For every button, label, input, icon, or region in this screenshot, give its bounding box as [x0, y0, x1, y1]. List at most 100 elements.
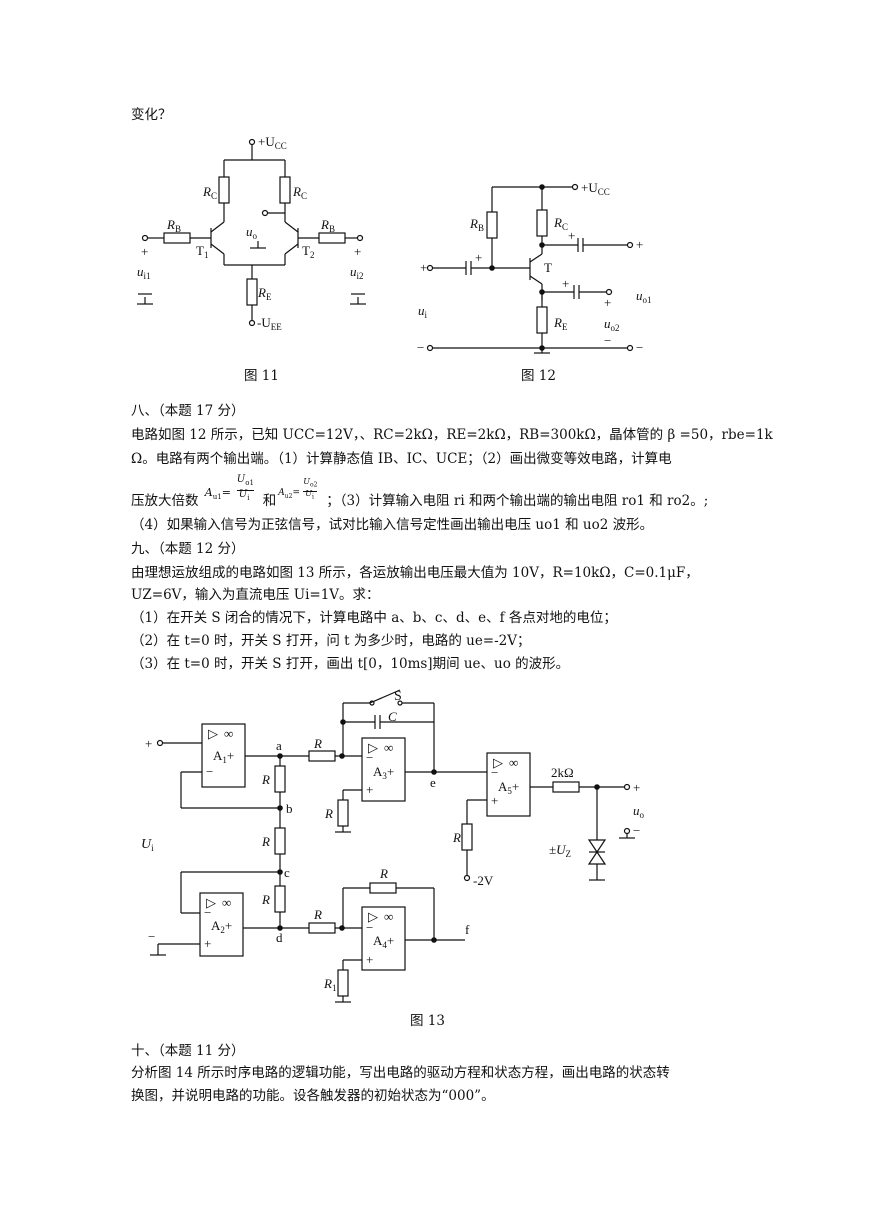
q8-formula-au1: Au1= Uo1 Ui — [204, 474, 254, 502]
fig13-a5-tri: ▷ — [493, 755, 503, 770]
fig11-rc-right: RC — [292, 184, 307, 201]
fig13-c: C — [388, 709, 397, 724]
fig13-a1-tri: ▷ — [208, 726, 218, 741]
q8-formula-au2: Au2= Uo2 Ui — [278, 477, 318, 501]
fig11-rb-left: RB — [166, 217, 181, 234]
fig12-ucc: +UCC — [581, 180, 610, 197]
fig13-a4-tri: ▷ — [368, 909, 378, 924]
fig13-a4-plus: + — [366, 952, 373, 967]
fig13-a3-tri: ▷ — [368, 740, 378, 755]
fig13-node-c: c — [284, 865, 290, 880]
q9-line1: 由理想运放组成的电路如图 13 所示，各运放输出电压最大值为 10V，R=10k… — [131, 565, 699, 581]
fig11-labels: +UCC RC RC RB RB T1 T2 uo RE -UEE + + ui… — [137, 134, 364, 332]
fig12-rc: RC — [553, 215, 568, 232]
fig13-a5-inf: ∞ — [509, 755, 518, 770]
fig13-a1: A1+ — [213, 748, 234, 765]
fig13-minus-in: − — [148, 929, 155, 944]
fig11-t1: T1 — [196, 243, 208, 260]
fig11-ui1: ui1 — [137, 264, 151, 281]
fig12-re: RE — [553, 315, 568, 332]
q8-line3-a: 压放大倍数 — [131, 493, 199, 509]
fig13-a4-minus: − — [366, 920, 373, 935]
fig13-r-a3: R — [324, 806, 333, 821]
fig13-a1-inf: ∞ — [224, 726, 233, 741]
fig12-plus-in: + — [420, 260, 427, 275]
fig13-r-fb: R — [379, 866, 388, 881]
q10-line1: 分析图 14 所示时序电路的逻辑功能，写出电路的驱动方程和状态方程，画出电路的状… — [131, 1065, 670, 1081]
fig13-ui: Ui — [141, 837, 154, 853]
fig12-plus-cap-e: + — [562, 276, 569, 291]
fig11-ucc: +UCC — [258, 134, 287, 151]
fig13-r2k: 2kΩ — [551, 765, 574, 780]
fig11-caption: 图 11 — [244, 368, 279, 384]
fig13-plus-out: + — [633, 780, 640, 795]
fig13-a4-inf: ∞ — [384, 909, 393, 924]
fig12-plus-cap-out: + — [568, 228, 575, 243]
fig12-minus-out: − — [636, 340, 643, 355]
fig11-rc-left: RC — [202, 184, 217, 201]
fig13-a3-plus: + — [366, 782, 373, 797]
fig13-a2-inf: ∞ — [222, 895, 231, 910]
fig11-t2: T2 — [302, 243, 314, 260]
q8-line3: 压放大倍数 Au1= Uo1 Ui 和 Au2= Uo2 Ui ；（3）计算输入… — [131, 474, 709, 512]
fig11-wires — [137, 138, 366, 327]
fig13-s: S — [394, 689, 402, 704]
fig13-node-b: b — [286, 801, 293, 816]
fig11-rb-right: RB — [320, 217, 335, 234]
fig12-rb: RB — [469, 216, 484, 233]
fig12-uo1: uo1 — [636, 288, 652, 305]
q9-line5: （3）在 t=0 时，开关 S 打开，画出 t[0，10ms]期间 ue、uo … — [131, 656, 570, 672]
q10-line2: 换图，并说明电路的功能。设各触发器的初始状态为“000”。 — [131, 1088, 495, 1104]
fig13-labels: ▷ ∞ A1+ − ▷ ∞ − A2+ + ▷ ∞ − A3+ + ▷ ∞ − … — [141, 689, 645, 993]
q10-heading: 十、（本题 11 分） — [131, 1043, 245, 1059]
fig12-plus-out: + — [636, 237, 643, 252]
fig12-minus-in: − — [417, 340, 424, 355]
intro-line: 变化？ — [131, 107, 172, 123]
fig13-node-e: e — [430, 775, 436, 790]
q9-line3: （1）在开关 S 闭合的情况下，计算电路中 a、b、c、d、e、f 各点对地的电… — [131, 610, 617, 626]
fig13-r1: R1 — [323, 976, 336, 993]
q9-heading: 九、（本题 12 分） — [131, 541, 245, 557]
fig12-uo2: uo2 — [604, 316, 620, 333]
fig11-plus-right: + — [354, 244, 361, 259]
fig13-a4: A4+ — [373, 933, 394, 950]
fig11-ui2: ui2 — [350, 264, 364, 281]
fig11-uo: uo — [246, 224, 258, 241]
fig11-uee: -UEE — [257, 315, 282, 332]
fig13-a2-tri: ▷ — [206, 895, 216, 910]
q8-line2: Ω。电路有两个输出端。（1）计算静态值 IB、IC、UCE；（2）画出微变等效电… — [131, 451, 672, 467]
q9-line2: UZ=6V，输入为直流电压 Ui=1V。求： — [131, 587, 380, 603]
q8-heading: 八、（本题 17 分） — [131, 403, 245, 419]
fig13-uo: uo — [633, 803, 645, 820]
fig13-a3-inf: ∞ — [384, 740, 393, 755]
fig13-r-ab: R — [261, 772, 270, 787]
fig12-caption: 图 12 — [521, 368, 556, 384]
fig13-r-d: R — [313, 907, 322, 922]
fig13-a5-plus: + — [491, 793, 498, 808]
fig13-a5: A5+ — [498, 779, 519, 796]
fig13-a3-minus: − — [366, 750, 373, 765]
fig13-r-cd: R — [261, 892, 270, 907]
fig13-wires — [150, 689, 635, 1003]
fig13-a5-minus: − — [491, 765, 498, 780]
fig13-a2: A2+ — [211, 918, 232, 935]
fig12-plus-cap-in: + — [475, 250, 482, 265]
fig12-minus-uo2: − — [604, 333, 611, 348]
fig12-plus-uo2: + — [604, 295, 611, 310]
q8-line3-b: ；（3）计算输入电阻 ri 和两个输出端的输出电阻 ro1 和 ro2。; — [326, 493, 709, 509]
fig13-r-a5: R — [452, 830, 461, 845]
fig13-node-f: f — [465, 922, 470, 937]
fig13-uz: ±UZ — [549, 842, 571, 859]
q9-line4: （2）在 t=0 时，开关 S 打开，问 t 为多少时，电路的 ue=-2V； — [131, 633, 531, 649]
fig13-a2-plus: + — [204, 936, 211, 951]
fig13-a2-minus: − — [204, 905, 211, 920]
fig13-a3: A3+ — [373, 764, 394, 781]
q8-line4: （4）如果输入信号为正弦信号，试对比输入信号定性画出输出电压 uo1 和 uo2… — [131, 517, 654, 533]
fig13-a1-minus: − — [206, 764, 213, 779]
fig11-re: RE — [257, 285, 272, 302]
fig12-ui: ui — [418, 303, 428, 320]
fig12-t: T — [544, 260, 552, 275]
